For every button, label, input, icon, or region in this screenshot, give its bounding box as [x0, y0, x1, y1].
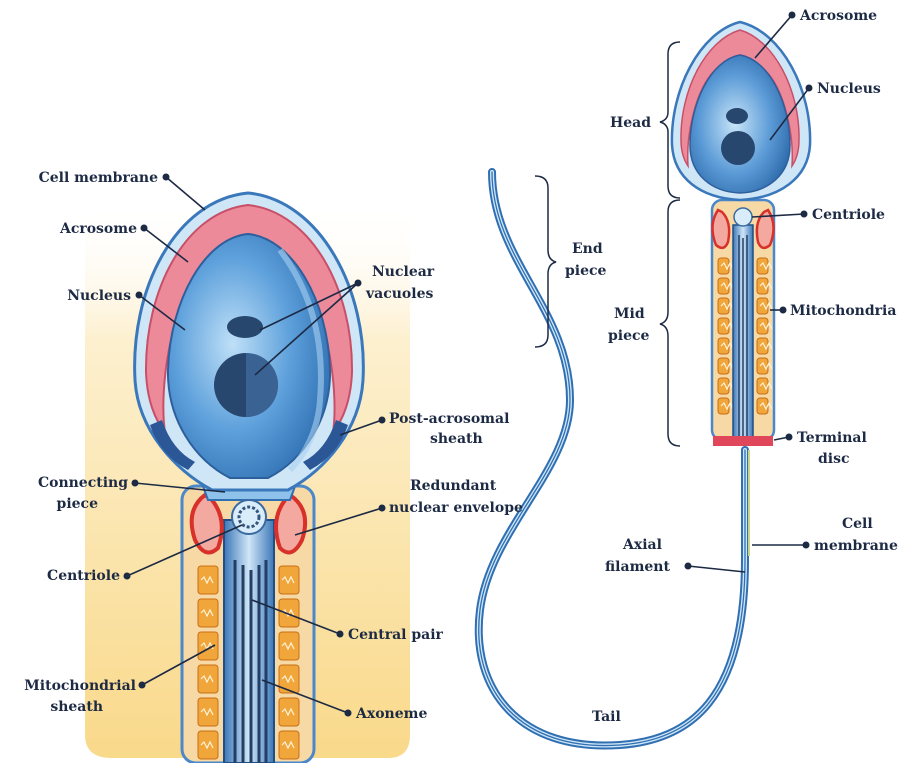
tail — [479, 172, 745, 746]
label-nuclear-vacuoles-2: vacuoles — [365, 286, 433, 302]
centriole — [232, 500, 266, 534]
mitochondrion — [718, 358, 729, 374]
mitochondrion — [757, 338, 768, 354]
mitochondrion — [718, 398, 729, 414]
label-nucleus-right: Nucleus — [817, 81, 881, 97]
label-connecting-piece-2: piece — [57, 496, 99, 512]
nuclear-vacuole-small — [227, 316, 263, 338]
mitochondrion — [757, 378, 768, 394]
mitochondrion — [718, 258, 729, 274]
label-tail: Tail — [592, 709, 621, 725]
mitochondrion — [757, 318, 768, 334]
label-mito-sheath-1: Mitochondrial — [24, 678, 136, 694]
label-mid-piece-2: piece — [608, 328, 650, 344]
label-end-piece-1: End — [572, 241, 603, 257]
label-centriole-right: Centriole — [812, 207, 885, 223]
label-head: Head — [610, 115, 651, 131]
terminal-disc — [713, 436, 773, 446]
redundant-nuclear-envelope-right — [276, 495, 305, 553]
label-axoneme: Axoneme — [355, 706, 427, 722]
label-mid-piece-1: Mid — [614, 306, 645, 322]
label-redundant-2: nuclear envelope — [389, 500, 523, 516]
label-redundant-1: Redundant — [410, 478, 497, 494]
label-cell-membrane-right-2: membrane — [814, 538, 898, 554]
mitochondrion — [718, 298, 729, 314]
mitochondrion — [757, 298, 768, 314]
label-centriole-left: Centriole — [47, 568, 120, 584]
label-cell-membrane: Cell membrane — [39, 170, 159, 186]
label-central-pair: Central pair — [348, 627, 444, 643]
label-cell-membrane-right-1: Cell — [842, 516, 873, 532]
label-axial-filament-2: filament — [605, 559, 670, 575]
mitochondrion — [718, 338, 729, 354]
mid-piece-brace — [660, 200, 680, 446]
mitochondrion — [757, 398, 768, 414]
label-terminal-disc-1: Terminal — [797, 430, 867, 446]
mitochondrion — [757, 358, 768, 374]
mitochondrion — [757, 258, 768, 274]
mitochondrion — [718, 278, 729, 294]
label-post-acrosomal-2: sheath — [430, 431, 483, 447]
label-nucleus-left: Nucleus — [67, 288, 131, 304]
label-end-piece-2: piece — [565, 263, 607, 279]
mitochondrion — [718, 378, 729, 394]
label-post-acrosomal-1: Post-acrosomal — [389, 411, 509, 427]
label-axial-filament-1: Axial — [622, 537, 662, 553]
label-mitochondria: Mitochondria — [790, 303, 896, 319]
centriole-right — [734, 208, 752, 226]
label-mito-sheath-2: sheath — [50, 699, 103, 715]
mitochondrion — [718, 318, 729, 334]
label-terminal-disc-2: disc — [818, 451, 850, 467]
label-acrosome-right: Acrosome — [799, 8, 877, 24]
label-connecting-piece-1: Connecting — [38, 475, 128, 491]
label-nuclear-vacuoles-1: Nuclear — [372, 264, 435, 280]
label-acrosome-left: Acrosome — [59, 221, 137, 237]
mitochondrion — [757, 278, 768, 294]
